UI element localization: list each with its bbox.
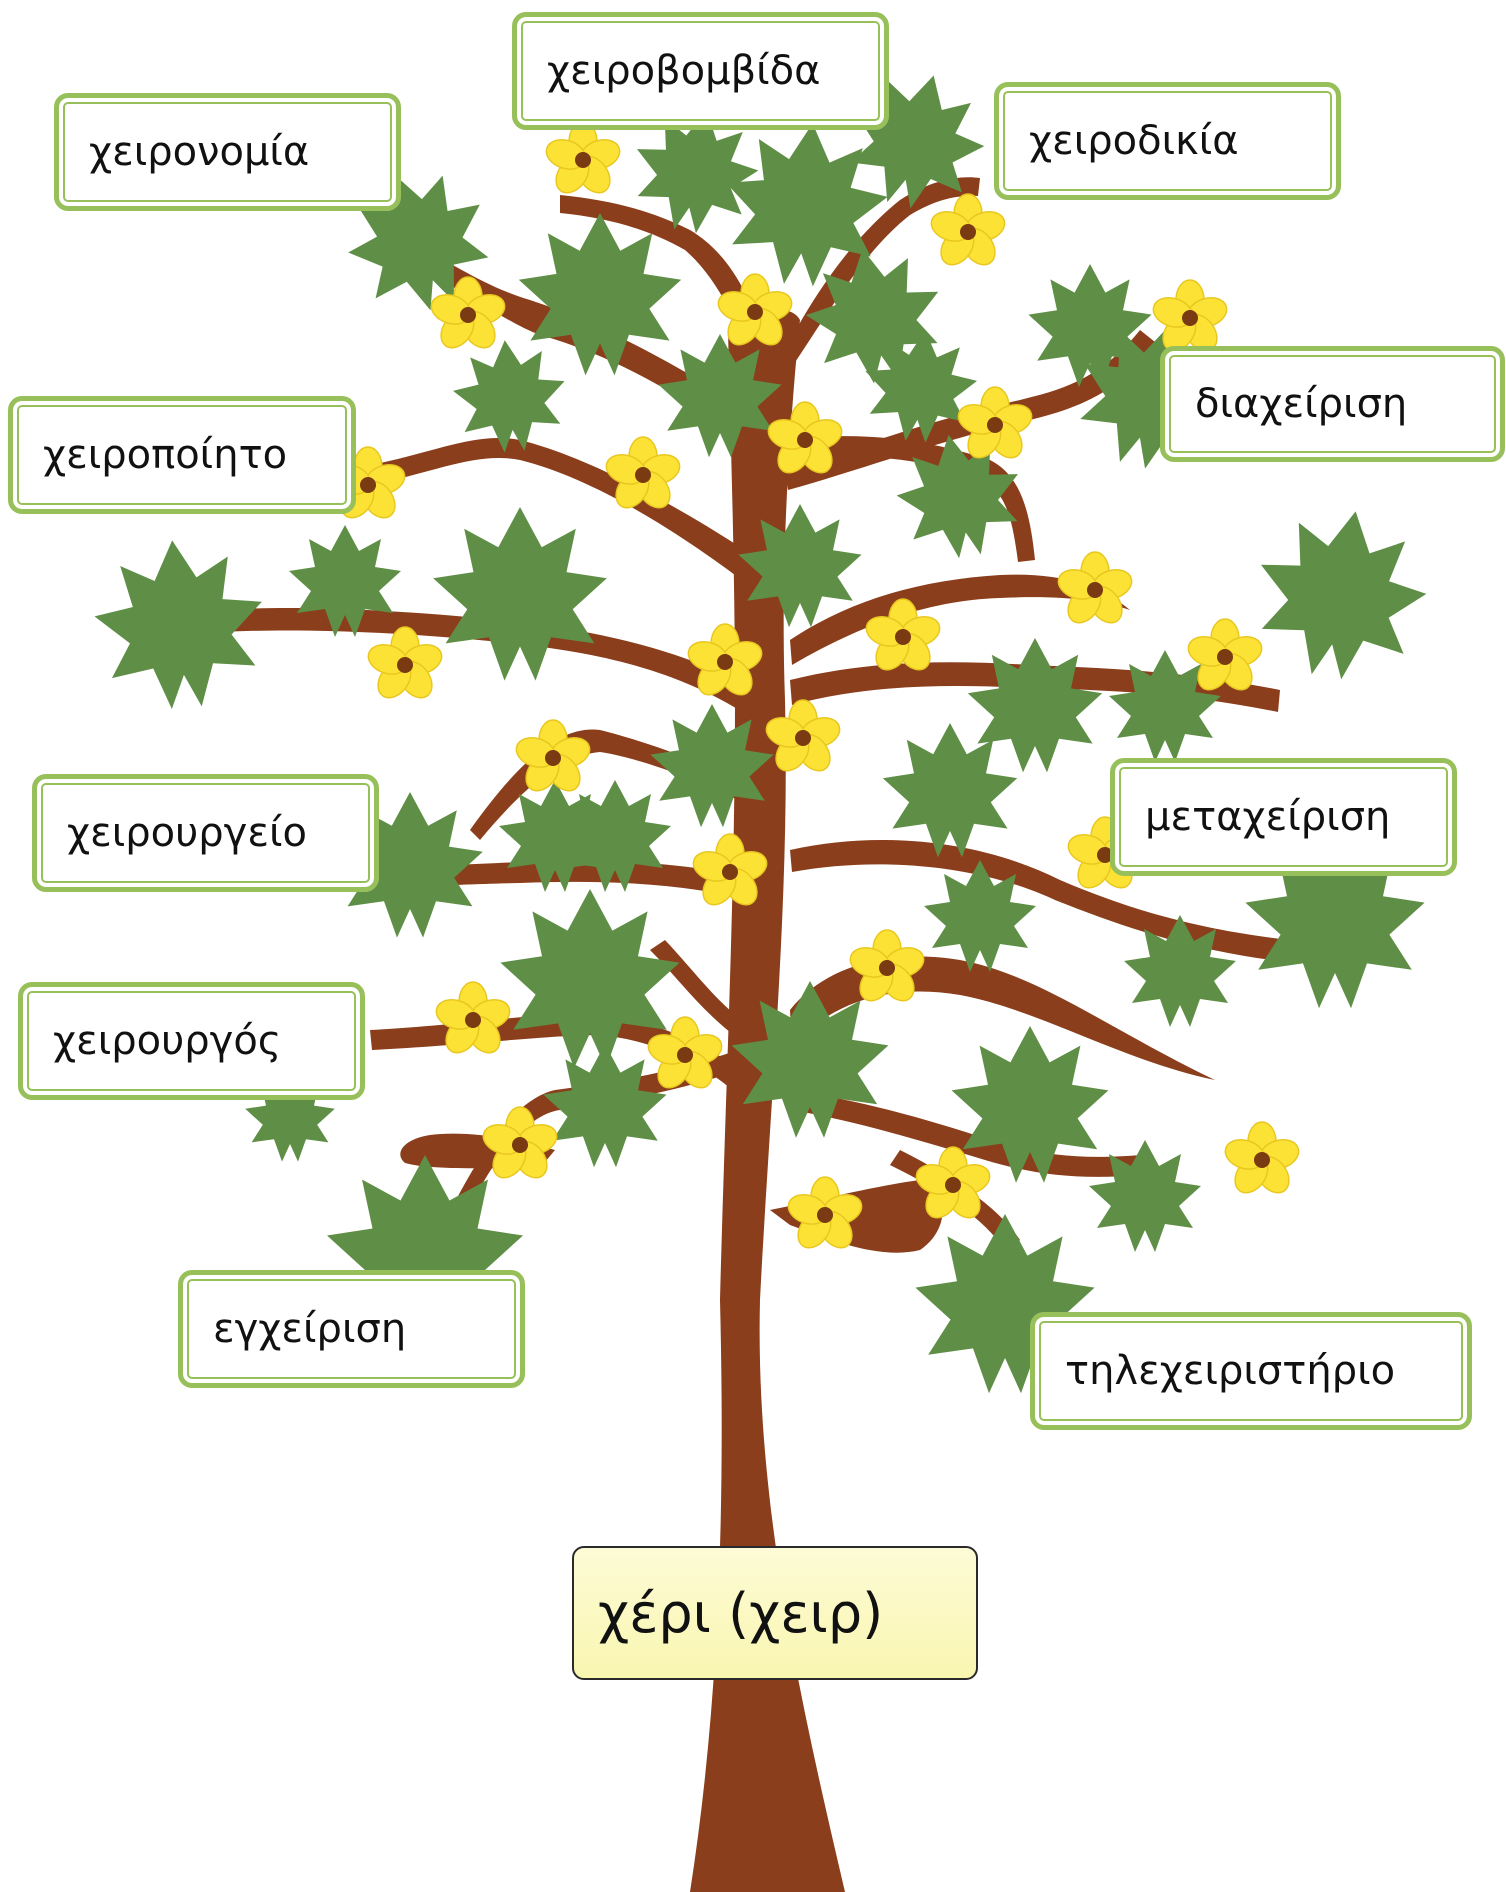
word-card-xeirourgeio: χειρουργείο	[32, 774, 379, 892]
word-card-metaxeirisi: μεταχείριση	[1110, 758, 1457, 876]
flower	[367, 626, 443, 699]
leaf	[348, 174, 489, 311]
leaf	[433, 507, 607, 681]
leaf	[658, 334, 782, 458]
leaf	[289, 525, 401, 637]
word-card-egxeirisi: εγχείριση	[178, 1270, 525, 1388]
leaf	[559, 780, 671, 892]
word-card-xeironomia: χειρονομία	[54, 93, 401, 211]
leaf	[725, 123, 888, 287]
tree-branch	[420, 861, 760, 902]
word-card-diaxeirisi: διαχείριση	[1160, 346, 1505, 462]
tree-branch	[790, 1090, 1142, 1177]
leaf	[518, 213, 682, 376]
flower	[915, 1146, 991, 1219]
flower	[1152, 279, 1228, 352]
tree-leaves	[94, 75, 1427, 1394]
flower	[515, 719, 591, 792]
root-word-card: χέρι (χειρ)	[572, 1546, 978, 1680]
flower	[717, 273, 793, 346]
flower	[765, 699, 841, 772]
flower	[435, 981, 511, 1054]
leaf	[1124, 915, 1236, 1027]
word-card-tilexeiristirio: τηλεχειριστήριο	[1030, 1312, 1472, 1430]
leaf	[951, 1026, 1109, 1183]
flower	[787, 1176, 863, 1249]
flower	[647, 1016, 723, 1089]
flower	[545, 121, 621, 194]
flower	[1057, 551, 1133, 624]
flower	[930, 193, 1006, 266]
leaf	[865, 330, 978, 443]
leaf	[543, 1044, 667, 1168]
leaf	[1109, 650, 1221, 762]
leaf	[1089, 1140, 1201, 1252]
leaf	[731, 981, 889, 1138]
leaf	[896, 435, 1018, 559]
leaf	[850, 75, 985, 209]
flower	[1224, 1121, 1300, 1194]
flower	[1187, 618, 1263, 691]
flower	[687, 623, 763, 696]
leaf	[924, 860, 1036, 972]
tree-branch	[790, 840, 1290, 962]
leaf	[650, 704, 774, 828]
tree-flowers	[330, 121, 1300, 1249]
word-card-xeiropoito: χειροποίητο	[8, 396, 356, 514]
flower	[849, 929, 925, 1002]
leaf	[452, 340, 565, 453]
flower	[605, 436, 681, 509]
leaf	[882, 723, 1018, 858]
leaf	[1260, 511, 1427, 680]
leaf	[94, 540, 262, 710]
leaf	[738, 504, 862, 628]
tree-branch	[790, 574, 1130, 665]
word-card-xeirodikia: χειροδικία	[994, 82, 1341, 200]
flower	[767, 401, 843, 474]
word-card-xeirourgos: χειρουργός	[18, 982, 365, 1100]
flower	[482, 1106, 558, 1179]
leaf	[500, 889, 680, 1069]
flower	[865, 598, 941, 671]
tree-branch	[340, 437, 760, 590]
flower	[692, 833, 768, 906]
word-card-xeirobombida: χειροβομβίδα	[512, 12, 889, 130]
leaf	[637, 110, 759, 234]
leaf	[805, 249, 939, 384]
leaf	[967, 638, 1103, 773]
tree-branch	[780, 177, 980, 370]
flower	[430, 276, 506, 349]
flower	[957, 386, 1033, 459]
